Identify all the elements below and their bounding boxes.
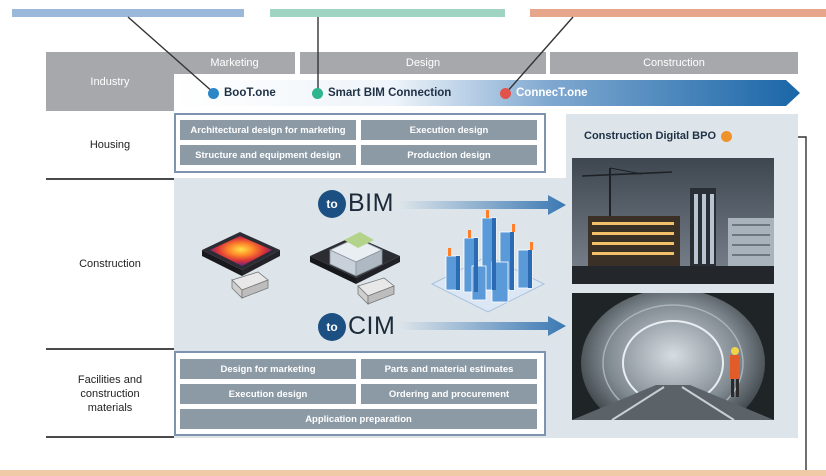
city-bim-illustration [430,210,546,313]
building-model-illustration [310,232,400,305]
product-boot-one: BooT.one [208,85,276,101]
housing-service-architectural-design: Architectural design for marketing [180,120,356,140]
product-smart-bim-connection: Smart BIM Connection [312,85,451,101]
boot-dot-icon [208,87,219,99]
to-badge-icon: to [318,189,346,218]
to-bim-logo: to BIM [318,189,394,218]
phase-design: Design [300,52,546,74]
facility-service-execution-design: Execution design [180,384,356,404]
bottom-color-bar [0,470,826,476]
cim-arrow-icon [398,316,566,336]
housing-service-execution-design: Execution design [361,120,537,140]
row-separator [46,178,174,180]
marketing-color-bar [12,9,244,17]
smart-bim-dot-icon [312,87,323,99]
product-flow-arrow [174,80,800,106]
industry-label: Industry [90,75,130,88]
construction-site-photo [572,158,774,284]
construction-color-bar [530,9,826,17]
housing-service-production-design: Production design [361,145,537,165]
row-label-housing: Housing [89,139,131,151]
construction-digital-bpo: Construction Digital BPO [584,128,732,144]
row-separator [46,348,174,350]
design-color-bar [270,9,505,17]
connect-dot-icon [500,87,511,99]
tunnel-photo [572,293,774,420]
facility-service-parts-estimates: Parts and material estimates [361,359,537,379]
to-badge-icon: to [318,312,346,341]
row-separator [46,436,174,438]
row-label-facilities: Facilities and construction materials [77,374,143,414]
product-connect-one: ConnecT.one [500,85,588,101]
bim-arrow-icon [398,195,566,215]
facility-service-ordering-procurement: Ordering and procurement [361,384,537,404]
housing-service-structure-equipment: Structure and equipment design [180,145,356,165]
phase-marketing: Marketing [174,52,295,74]
row-label-construction: Construction [79,258,141,270]
facility-service-application-preparation: Application preparation [180,409,537,429]
industry-header: Industry [46,52,174,111]
facility-service-design-for-marketing: Design for marketing [180,359,356,379]
to-cim-logo: to CIM [318,312,395,341]
bpo-dot-icon [721,130,732,142]
terrain-analysis-illustration [202,232,280,299]
phase-construction: Construction [550,52,798,74]
